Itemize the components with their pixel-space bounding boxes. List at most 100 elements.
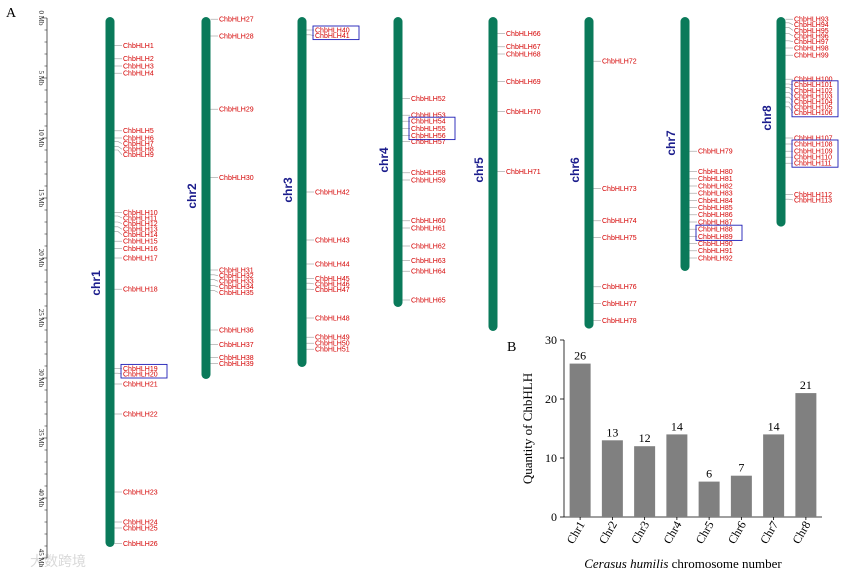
gene-connector [114, 146, 123, 150]
scale-tick-label: 5 Mb [37, 71, 45, 86]
y-tick-label: 10 [545, 451, 557, 465]
gene-label: ChbHLH24 [123, 519, 158, 526]
bar [730, 475, 752, 517]
gene-label: ChbHLH15 [123, 239, 158, 246]
x-tick-label: Chr5 [693, 519, 717, 547]
gene-label: ChbHLH6 [123, 135, 154, 142]
chromosome-chr1: chr1ChbHLH1ChbHLH2ChbHLH3ChbHLH4ChbHLH5C… [89, 17, 158, 548]
x-tick-label: Chr4 [660, 519, 684, 547]
gene-label: ChbHLH1 [123, 43, 154, 50]
duplication-box [695, 224, 743, 241]
bar-value-label: 6 [706, 467, 712, 481]
gene-label: ChbHLH99 [794, 53, 829, 60]
gene-connector [114, 215, 123, 219]
gene-label: ChbHLH75 [602, 235, 637, 242]
gene-connector [210, 290, 219, 293]
gene-label: ChbHLH23 [123, 489, 158, 496]
gene-label: ChbHLH35 [219, 290, 254, 297]
gene-label: ChbHLH55 [411, 126, 446, 133]
bar-value-label: 14 [671, 419, 683, 433]
gene-label: ChbHLH85 [698, 205, 733, 212]
gene-label: ChbHLH47 [315, 287, 350, 294]
gene-label: ChbHLH12 [123, 221, 158, 228]
gene-label: ChbHLH73 [602, 186, 637, 193]
chromosome-map: chr1ChbHLH1ChbHLH2ChbHLH3ChbHLH4ChbHLH5C… [89, 17, 833, 548]
bar-value-label: 21 [800, 378, 812, 392]
y-tick-label: 30 [545, 333, 557, 347]
gene-label: ChbHLH78 [602, 318, 637, 325]
gene-label: ChbHLH38 [219, 355, 254, 362]
gene-connector [114, 231, 123, 236]
gene-label: ChbHLH69 [506, 79, 541, 86]
gene-label: ChbHLH102 [794, 88, 833, 95]
gene-label: ChbHLH45 [315, 276, 350, 283]
gene-connector [785, 27, 794, 31]
chromosome-bar [201, 17, 211, 379]
panel-a-label: A [6, 6, 17, 21]
gene-label: ChbHLH110 [794, 155, 832, 162]
chromosome-bar [393, 17, 403, 307]
chromosome-bar [297, 17, 307, 367]
scale-tick-label: 35 Mb [37, 429, 45, 448]
gene-label: ChbHLH81 [698, 176, 733, 183]
gene-label: ChbHLH113 [794, 197, 832, 204]
scale-tick-label: 40 Mb [37, 489, 45, 508]
gene-label: ChbHLH71 [506, 169, 541, 176]
scale-tick-label: 45 Mb [37, 549, 45, 568]
gene-label: ChbHLH22 [123, 411, 158, 418]
scale-tick-label: 10 Mb [37, 129, 45, 148]
gene-label: ChbHLH79 [698, 149, 733, 156]
gene-label: ChbHLH52 [411, 96, 446, 103]
gene-label: ChbHLH2 [123, 56, 154, 63]
gene-label: ChbHLH94 [794, 22, 829, 29]
gene-label: ChbHLH89 [698, 234, 733, 241]
chromosome-label: chr5 [472, 157, 486, 183]
gene-label: ChbHLH112 [794, 192, 832, 199]
gene-label: ChbHLH32 [219, 273, 254, 280]
gene-label: ChbHLH18 [123, 287, 158, 294]
chromosome-chr3: chr3ChbHLH40ChbHLH41ChbHLH42ChbHLH43ChbH… [281, 17, 350, 367]
gene-label: ChbHLH105 [794, 105, 833, 112]
x-axis-title: Cerasus humilis chromosome number [584, 556, 782, 571]
gene-label: ChbHLH72 [602, 59, 637, 66]
gene-label: ChbHLH41 [315, 33, 350, 40]
gene-connector [210, 274, 219, 276]
duplication-boxes [120, 25, 839, 379]
bar [601, 440, 623, 517]
gene-label: ChbHLH40 [315, 27, 350, 34]
duplication-box [120, 363, 168, 379]
gene-label: ChbHLH64 [411, 269, 446, 276]
gene-label: ChbHLH103 [794, 93, 833, 100]
scale-tick-label: 25 Mb [37, 309, 45, 328]
gene-connector [210, 279, 219, 282]
gene-label: ChbHLH54 [411, 119, 446, 126]
gene-label: ChbHLH56 [411, 133, 446, 140]
gene-label: ChbHLH67 [506, 44, 541, 51]
gene-label: ChbHLH59 [411, 177, 446, 184]
gene-connector [114, 141, 123, 144]
scale-tick-label: 15 Mb [37, 189, 45, 208]
gene-label: ChbHLH88 [698, 227, 733, 234]
chromosome-chr2: chr2ChbHLH27ChbHLH28ChbHLH29ChbHLH30ChbH… [185, 17, 254, 379]
gene-label: ChbHLH82 [698, 183, 733, 190]
gene-label: ChbHLH96 [794, 33, 829, 40]
gene-label: ChbHLH95 [794, 28, 829, 35]
x-tick-label: Chr8 [789, 519, 813, 547]
gene-label: ChbHLH74 [602, 218, 637, 225]
gene-label: ChbHLH30 [219, 175, 254, 182]
chromosome-chr5: chr5ChbHLH66ChbHLH67ChbHLH68ChbHLH69ChbH… [472, 17, 541, 331]
chromosome-chr6: chr6ChbHLH72ChbHLH73ChbHLH74ChbHLH75ChbH… [568, 17, 637, 329]
bar [698, 481, 720, 517]
gene-connector [785, 22, 794, 26]
gene-label: ChbHLH28 [219, 33, 254, 40]
gene-label: ChbHLH80 [698, 169, 733, 176]
gene-label: ChbHLH62 [411, 243, 446, 250]
gene-label: ChbHLH17 [123, 255, 158, 262]
gene-label: ChbHLH104 [794, 99, 833, 106]
scale-tick-label: 30 Mb [37, 369, 45, 388]
gene-label: ChbHLH49 [315, 335, 350, 342]
gene-label: ChbHLH34 [219, 284, 254, 291]
gene-connector [114, 221, 123, 224]
